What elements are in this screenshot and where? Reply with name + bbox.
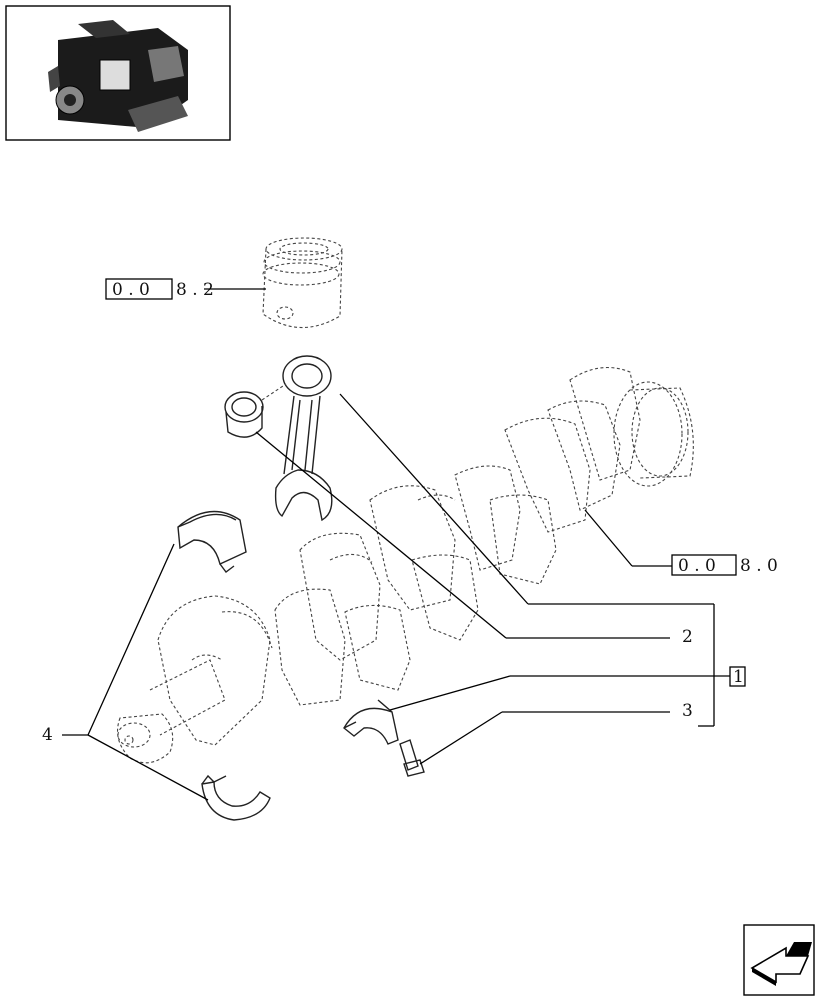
- piston-ref-boxed: 0 . 0: [112, 280, 150, 300]
- piston-ref-rest: 8 . 2: [176, 280, 214, 300]
- next-page-arrow-icon[interactable]: [743, 924, 815, 996]
- big-end-bolt: [399, 739, 425, 777]
- bearing-shell-upper: [177, 510, 247, 573]
- leader-lines: [62, 393, 730, 801]
- callout-1-box: 1: [729, 666, 746, 687]
- crankshaft-outline: [117, 367, 694, 764]
- callout-3: 3: [682, 701, 693, 721]
- bearing-shell-lower: [201, 774, 271, 821]
- connecting-rod: [274, 355, 333, 522]
- crankshaft-ref-boxed: 0 . 0: [678, 556, 716, 576]
- big-end-bearing-shell: [343, 699, 399, 745]
- small-end-bush: [224, 383, 287, 438]
- piston-reference[interactable]: 0 . 0 8 . 2: [105, 278, 266, 300]
- piston-outline: [262, 237, 343, 329]
- callout-4: 4: [42, 725, 53, 745]
- callout-1: 1: [733, 667, 744, 687]
- callout-2: 2: [682, 627, 693, 647]
- engine-thumbnail-icon[interactable]: [5, 5, 231, 141]
- crankshaft-ref-rest: 8 . 0: [740, 556, 778, 576]
- crankshaft-reference[interactable]: 0 . 0 8 . 0: [584, 509, 778, 576]
